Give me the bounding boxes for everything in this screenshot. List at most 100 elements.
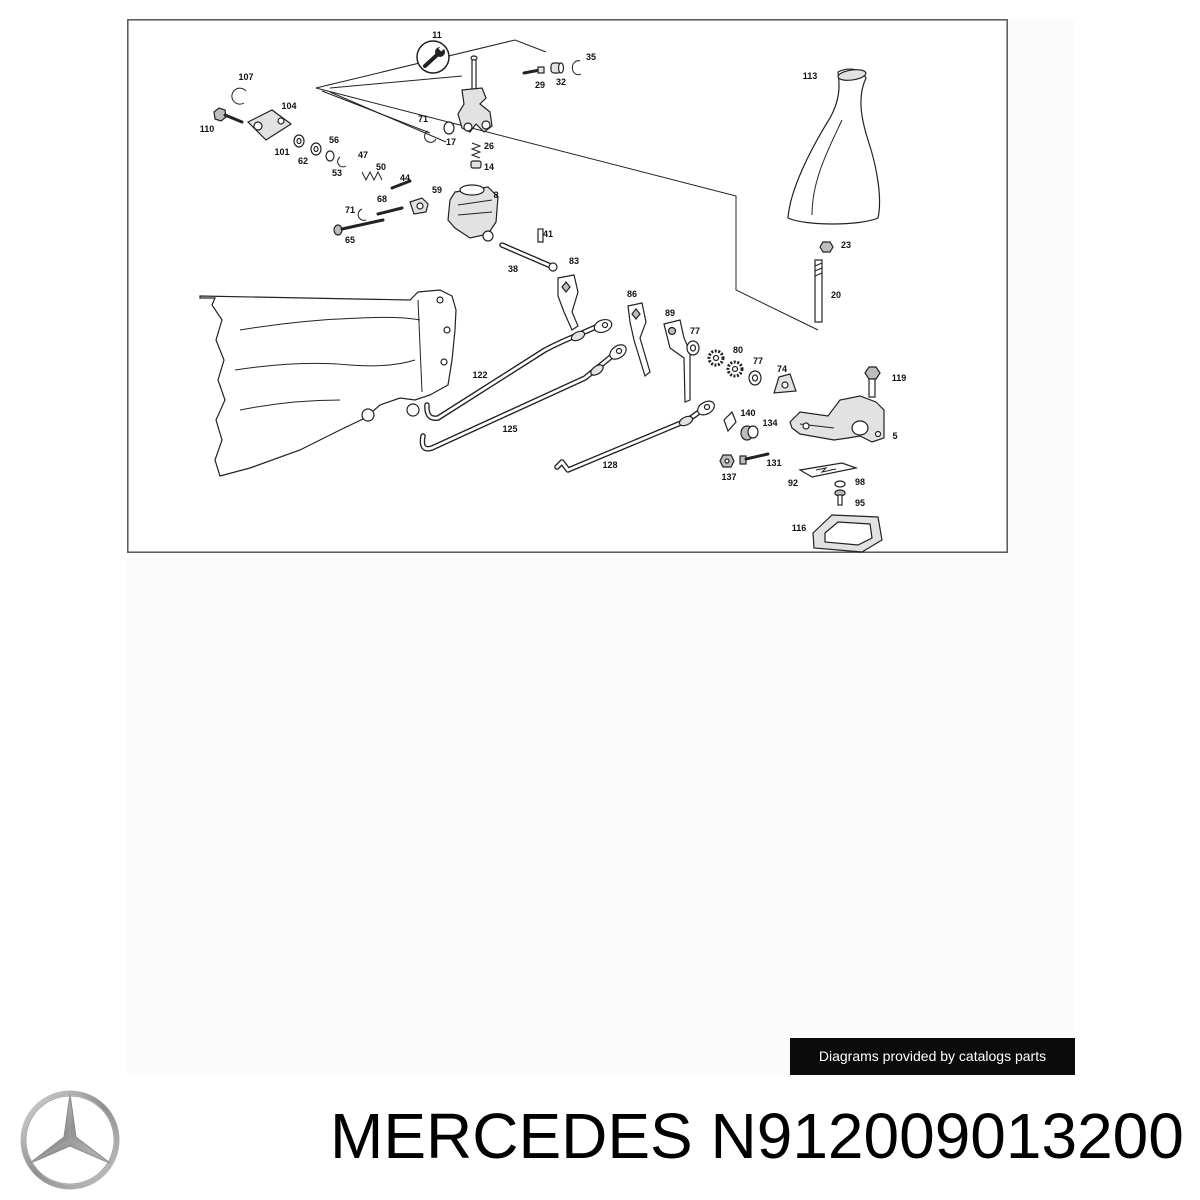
gear-knob-113 — [787, 68, 881, 225]
housing-outline — [199, 289, 457, 477]
callout-label: 53 — [332, 168, 342, 178]
lever-89 — [663, 319, 691, 403]
mount-eye — [406, 403, 420, 417]
lever-hole — [667, 326, 677, 336]
base-hole — [802, 422, 810, 430]
housing-flange-line — [417, 299, 423, 393]
small-hardware — [719, 410, 770, 468]
callout-label: 59 — [432, 185, 442, 195]
brand-name: MERCEDES — [330, 1100, 693, 1172]
shift-rod-128 — [554, 400, 715, 473]
catalog-credit-badge: Diagrams provided by catalogs parts — [790, 1038, 1075, 1075]
bolt-119 — [864, 366, 881, 398]
housing-contour — [239, 399, 341, 411]
wrench-notch — [438, 45, 445, 52]
wrench-symbol — [416, 40, 450, 74]
parts-diagram-svg: 11 35 107 113 29 32 104 110 71 17 56 101… — [127, 19, 1008, 553]
lever-83 — [557, 274, 579, 331]
bolt-shank — [868, 378, 876, 398]
callout-label: 38 — [508, 264, 518, 274]
callout-label: 23 — [841, 240, 851, 250]
lever-body — [627, 302, 651, 378]
callout-label: 62 — [298, 156, 308, 166]
leader-line — [315, 39, 547, 89]
callout-label: 83 — [569, 256, 579, 266]
plate-92-slot — [815, 467, 837, 473]
clip-71-lower — [357, 208, 367, 221]
pin-29 — [522, 68, 542, 75]
callout-label: 47 — [358, 150, 368, 160]
base-cylinder — [851, 420, 869, 436]
rod-inner — [421, 354, 614, 451]
lever-body — [663, 319, 691, 403]
bracket-74-hole — [781, 381, 789, 389]
callout-label: 86 — [627, 289, 637, 299]
mercedes-star-icon — [18, 1088, 122, 1192]
callout-label: 113 — [803, 71, 818, 81]
rod-end-hole — [703, 403, 711, 411]
lever-fork-eye — [481, 120, 491, 130]
callout-label: 68 — [377, 194, 387, 204]
rod-swivel — [678, 415, 694, 427]
washer-56 — [325, 150, 335, 162]
pin-41 — [537, 228, 544, 243]
callout-label: 17 — [446, 137, 456, 147]
clip-140 — [723, 410, 737, 433]
bracket-104-hole — [253, 121, 263, 131]
lever-hole — [561, 281, 571, 293]
callout-label: 8 — [493, 190, 498, 200]
leader-line — [329, 91, 447, 143]
callout-label: 140 — [740, 408, 755, 418]
product-title: MERCEDES N912009013200 — [330, 1104, 1184, 1168]
housing-body — [447, 186, 499, 239]
callout-label: 41 — [543, 229, 553, 239]
flange-bolt — [436, 296, 444, 304]
lever-rod-cap — [470, 55, 478, 61]
callout-label: 20 — [831, 290, 841, 300]
rod-body — [814, 259, 823, 323]
selector-lever — [424, 55, 493, 169]
housing-contour — [234, 359, 416, 371]
lever-hole — [631, 308, 641, 320]
lever-fork-body — [457, 87, 493, 133]
nut-137-hole — [724, 458, 730, 464]
callout-label: 26 — [484, 141, 494, 151]
callout-label: 11 — [432, 30, 442, 40]
housing-detail — [457, 199, 493, 206]
parts-diagram: 11 35 107 113 29 32 104 110 71 17 56 101… — [127, 19, 1008, 553]
callout-label: 50 — [376, 162, 386, 172]
washer-77-hole — [689, 344, 697, 352]
callout-label: 71 — [345, 205, 355, 215]
shaft-group — [499, 228, 558, 272]
lever-rod — [471, 57, 477, 91]
cap-14 — [470, 160, 482, 169]
callout-label: 128 — [602, 460, 617, 470]
callout-label: 98 — [855, 477, 865, 487]
selector-housing-8 — [447, 184, 499, 242]
lever-86 — [627, 302, 651, 378]
flange-bolt — [440, 358, 448, 366]
flange-bolt — [443, 326, 451, 334]
callout-label: 104 — [281, 101, 296, 111]
shift-rod-122 — [424, 318, 613, 421]
logo-svg — [20, 1090, 120, 1190]
leader-line — [315, 87, 819, 331]
knob-contour — [811, 119, 843, 216]
spring-53 — [361, 170, 383, 182]
leader-line — [329, 75, 463, 89]
callout-label: 29 — [535, 80, 545, 90]
clip-47 — [337, 156, 347, 168]
housing-top — [459, 184, 485, 196]
callout-label: 35 — [586, 52, 596, 62]
callout-label: 71 — [418, 114, 428, 124]
callout-label: 32 — [556, 77, 566, 87]
callout-label: 92 — [788, 478, 798, 488]
callout-label: 125 — [502, 424, 517, 434]
base-plate-group — [798, 462, 883, 553]
nut-23 — [819, 241, 834, 253]
callout-label: 122 — [472, 370, 487, 380]
callout-label: 65 — [345, 235, 355, 245]
part-number: N912009013200 — [710, 1100, 1184, 1172]
callout-label: 89 — [665, 308, 675, 318]
clip-35 — [571, 60, 582, 76]
